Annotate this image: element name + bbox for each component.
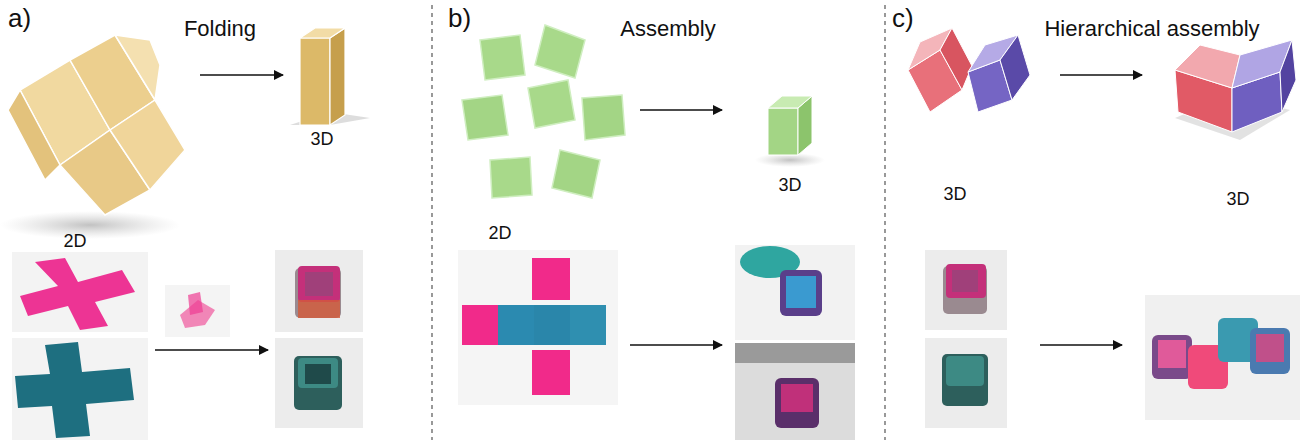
photo-teal-cube [275, 338, 363, 428]
green-cube [755, 96, 825, 167]
arrow [630, 344, 722, 346]
arrow [1040, 344, 1122, 346]
dimension-label: 3D [1226, 190, 1249, 210]
green-squares [462, 25, 625, 198]
photo-pink-cross [12, 252, 148, 332]
photo-net [458, 250, 618, 405]
arrow [200, 74, 283, 76]
photo-assembled-cube [735, 245, 855, 440]
combined-prism [1175, 40, 1296, 140]
dimension-label: 2D [63, 232, 86, 252]
separator [884, 5, 885, 440]
arrow [155, 349, 268, 351]
unfolded-net [0, 35, 185, 239]
red-cube [908, 28, 972, 112]
dimension-label: 3D [778, 176, 801, 196]
arrow [640, 109, 722, 111]
photo-assembled-cubes [1145, 295, 1300, 420]
dimension-label: 3D [310, 130, 333, 150]
photo-pink-cube [275, 250, 363, 332]
panel-title: Assembly [620, 17, 715, 41]
panel-title: Hierarchical assembly [1044, 17, 1259, 41]
photo-folding [165, 285, 230, 337]
dimension-label: 2D [488, 224, 511, 244]
blue-cube [968, 35, 1030, 112]
panel-letter: c) [892, 4, 914, 33]
panel-letter: b) [448, 4, 471, 33]
separator [431, 5, 432, 440]
arrow [1060, 74, 1142, 76]
panel-title: Folding [184, 17, 256, 41]
photo-cubes-c [925, 250, 1007, 428]
photo-teal-cross [12, 338, 148, 440]
dimension-label: 3D [943, 185, 966, 205]
tall-box [290, 28, 370, 125]
panel-letter: a) [8, 4, 31, 33]
